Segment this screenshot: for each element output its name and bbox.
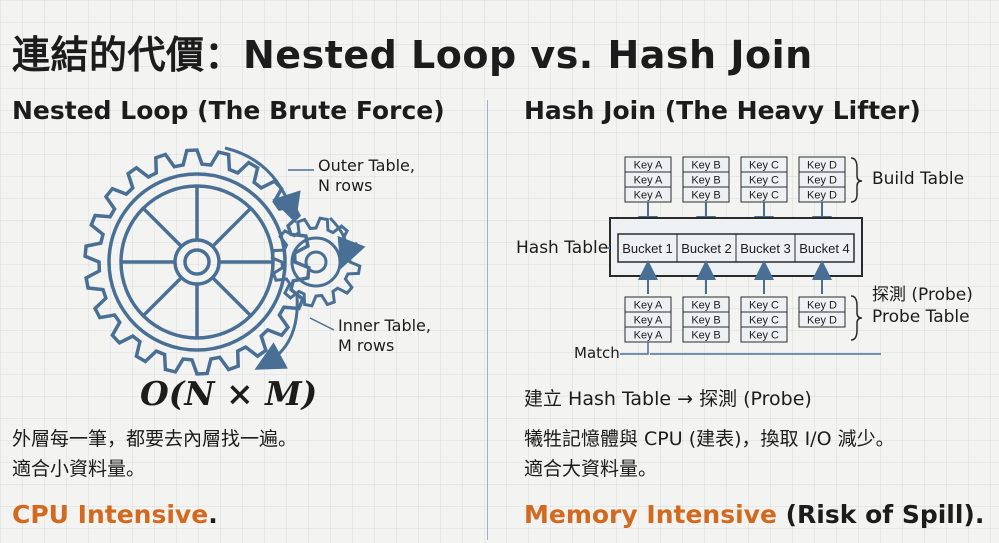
bucket-label: Bucket 3 [740, 241, 791, 256]
probe-table-key-label: Key C [749, 300, 779, 312]
bucket-label: Bucket 1 [622, 241, 673, 256]
probe-table-key-label: Key B [691, 315, 720, 327]
inner-table-label: Inner Table, M rows [338, 316, 431, 355]
probe-table-cell [740, 326, 788, 343]
large-gear-icon [83, 148, 311, 376]
build-table-key-label: Key B [691, 190, 720, 202]
center-divider [487, 100, 488, 540]
probe-action-label: 探測 (Probe) [872, 285, 973, 305]
build-table-key-label: Key C [749, 175, 779, 187]
hash-join-desc-1: 建立 Hash Table → 探測 (Probe) [524, 388, 812, 410]
memory-intensive-tag: Memory Intensive (Risk of Spill). [524, 500, 985, 529]
probe-table-key-label: Key C [749, 315, 779, 327]
bucket-label: Bucket 2 [681, 241, 732, 256]
probe-table-key-label: Key A [634, 315, 663, 327]
nested-loop-heading: Nested Loop (The Brute Force) [12, 96, 445, 125]
match-label: Match [574, 344, 620, 362]
build-table-key-label: Key A [634, 175, 663, 187]
hash-join-heading: Hash Join (The Heavy Lifter) [524, 96, 921, 125]
curved-arrow-icon [254, 295, 299, 370]
build-table-key-label: Key B [691, 160, 720, 172]
build-bracket [850, 157, 863, 203]
probe-table-key-label: Key B [691, 330, 720, 342]
probe-bracket [850, 295, 863, 341]
gear-spoke [211, 276, 252, 317]
probe-table-key-label: Key D [807, 300, 837, 312]
build-table-key-label: Key D [807, 160, 837, 172]
cpu-intensive-tag: CPU Intensive. [12, 500, 218, 529]
hash-join-desc-3: 適合大資料量。 [524, 458, 658, 480]
outer-table-label: Outer Table, N rows [318, 156, 415, 195]
nested-loop-desc-1: 外層每一筆，都要去內層找一遍。 [12, 428, 298, 450]
match-connector [620, 342, 649, 355]
probe-table-key-label: Key D [807, 315, 837, 327]
build-table-key-label: Key D [807, 190, 837, 202]
probe-table-label: Probe Table [872, 307, 970, 327]
build-table-key-label: Key B [691, 175, 720, 187]
hash-join-desc-2: 犧牲記憶體與 CPU (建表)，換取 I/O 減少。 [524, 428, 895, 450]
build-table-label: Build Table [872, 169, 965, 189]
page-title: 連結的代價：Nested Loop vs. Hash Join [12, 33, 813, 77]
build-table-key-label: Key C [749, 190, 779, 202]
probe-table-cell [798, 311, 846, 328]
hash-table-label: Hash Table [516, 238, 609, 258]
gear-spoke [211, 207, 252, 248]
probe-table-cell [682, 326, 730, 343]
probe-table-key-label: Key A [634, 300, 663, 312]
probe-table-key-label: Key A [634, 330, 663, 342]
nested-loop-desc-2: 適合小資料量。 [12, 458, 146, 480]
gear-spoke [142, 276, 183, 317]
build-table-key-label: Key D [807, 175, 837, 187]
gear-spoke [142, 207, 183, 248]
bucket-label: Bucket 4 [799, 241, 850, 256]
build-table-key-label: Key A [634, 190, 663, 202]
curved-arrow-icon [224, 146, 301, 224]
probe-table-key-label: Key C [749, 330, 779, 342]
curved-arrow-icon [328, 216, 366, 270]
build-table-key-label: Key A [634, 160, 663, 172]
complexity-formula: O(N × M) [140, 374, 318, 413]
hash-join-diagram: Key A Key A Key A Key B Key B Key B Key C Key C… [604, 156, 881, 355]
build-table-key-label: Key C [749, 160, 779, 172]
probe-table-key-label: Key B [691, 300, 720, 312]
